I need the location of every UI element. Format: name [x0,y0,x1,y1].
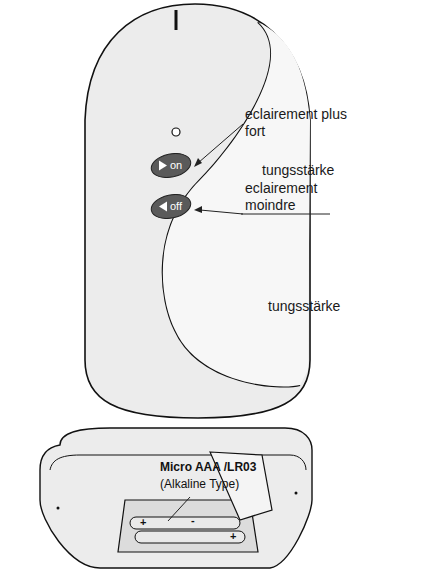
leader-arrowhead [194,158,202,167]
cover-dot [295,492,298,495]
polarity-mark: - [191,514,195,527]
leader-line [200,210,243,214]
polarity-mark: + [230,530,236,543]
battery [130,517,245,543]
leader-arrowhead [194,206,202,213]
callout-label: tungsstärke [268,298,340,315]
leader-line [198,124,243,163]
callout-label: eclairement moindre [245,180,355,214]
callout-label: (Alkaline Type) [160,476,239,493]
led-indicator [172,128,180,136]
leader-underline [241,214,330,215]
button: on [150,153,192,178]
button-content: on [150,153,192,178]
battery-cover [40,428,312,568]
top-notch [175,10,178,30]
callout-label: eclairement plus fort [245,106,355,140]
button-content: off [150,194,192,219]
callout-label: tungsstärke [262,162,334,179]
polarity-mark: + [140,516,146,529]
callout-label: Micro AAA /LR03 [160,459,256,476]
button-label: on [170,160,182,171]
button-label: off [170,201,182,212]
button: off [150,194,192,219]
leader-line [168,497,190,521]
cover-dot [57,507,60,510]
